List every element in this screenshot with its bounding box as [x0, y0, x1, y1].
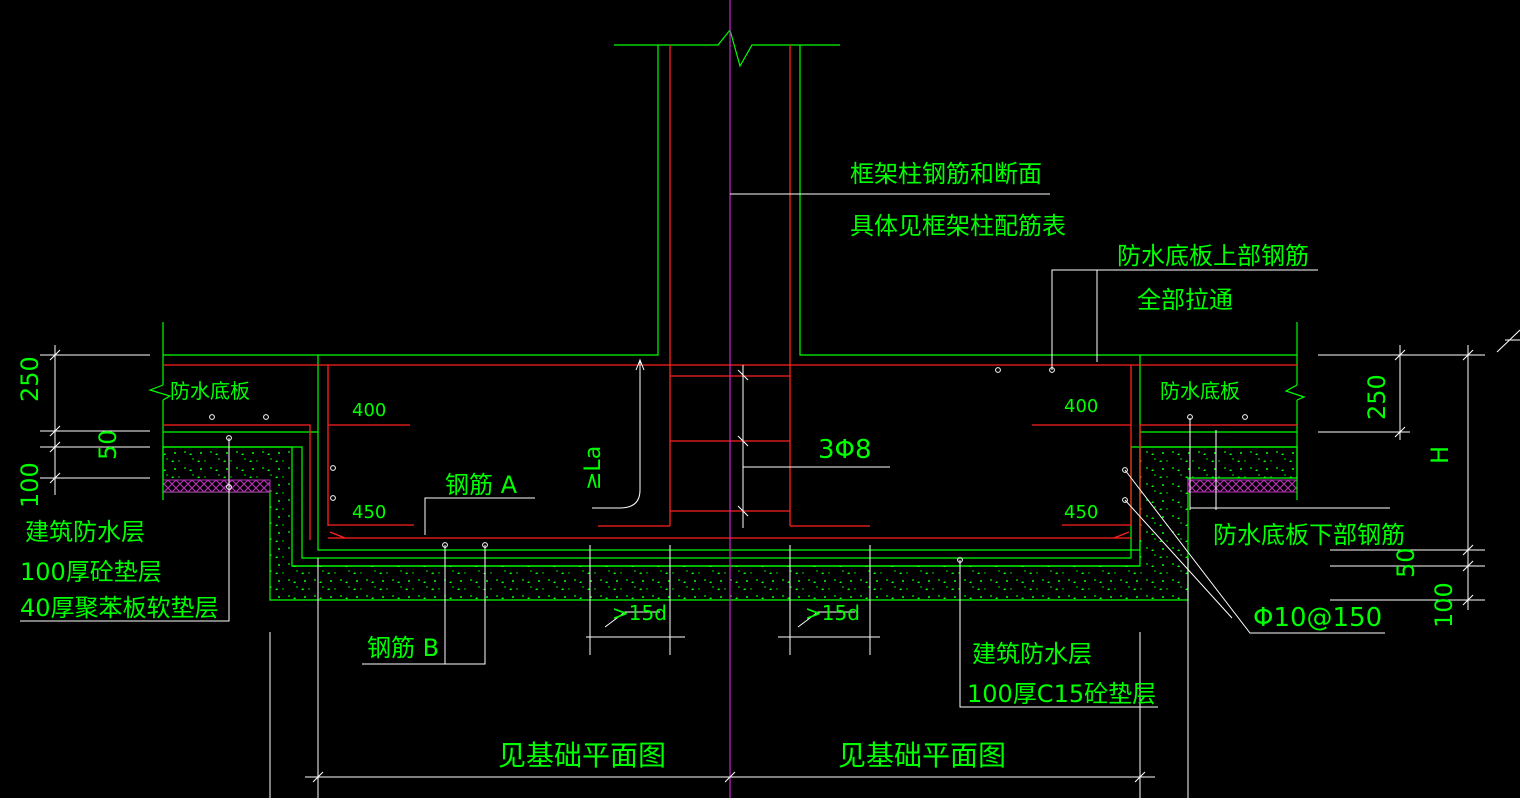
rebar-lines	[163, 45, 1297, 540]
rebar-section-dots	[209, 367, 1248, 563]
dim-right-h: H	[1426, 446, 1454, 464]
rebar-length-450-right: 450	[1064, 502, 1098, 523]
plan-ref-left: 见基础平面图	[498, 739, 666, 772]
dim-right-250: 250	[1363, 374, 1391, 420]
column-note-line2: 具体见框架柱配筋表	[850, 212, 1066, 240]
bottom-layers-line1: 建筑防水层	[972, 640, 1092, 668]
top-rebar-note-line1: 防水底板上部钢筋	[1117, 242, 1309, 270]
concrete-outline	[148, 28, 1306, 567]
rebar-length-400-left: 400	[352, 400, 386, 421]
dimension-lines	[20, 193, 1520, 798]
column-note-line1: 框架柱钢筋和断面	[850, 160, 1042, 188]
dim-left-100: 100	[16, 462, 44, 508]
dim-left-250: 250	[16, 356, 44, 402]
left-layers-line2: 100厚砼垫层	[20, 558, 162, 586]
top-rebar-note-line2: 全部拉通	[1137, 286, 1233, 314]
polystyrene-pad-right	[1187, 479, 1298, 493]
hook-length-left: >15d	[612, 601, 667, 625]
left-layers-line1: 建筑防水层	[25, 518, 145, 546]
dim-left-50: 50	[94, 429, 122, 460]
spacing-label: Φ10@150	[1253, 603, 1382, 633]
anchorage-label: ≥La	[581, 446, 606, 490]
dim-right-50: 50	[1392, 547, 1420, 578]
bottom-layers-line2: 100厚C15砼垫层	[967, 680, 1156, 708]
rebar-b-label: 钢筋 B	[367, 634, 439, 662]
polystyrene-pad-left	[162, 479, 271, 493]
rebar-length-400-right: 400	[1064, 396, 1098, 417]
rebar-length-450-left: 450	[352, 502, 386, 523]
hook-length-right: >15d	[805, 601, 860, 625]
bottom-rebar-note: 防水底板下部钢筋	[1213, 521, 1405, 549]
slab-label-right: 防水底板	[1160, 379, 1240, 403]
stirrup-label: 3Φ8	[818, 435, 872, 465]
dim-right-100: 100	[1430, 582, 1458, 628]
plan-ref-right: 见基础平面图	[838, 739, 1006, 772]
slab-label-left: 防水底板	[170, 379, 250, 403]
rebar-a-label: 钢筋 A	[445, 471, 518, 499]
left-layers-line3: 40厚聚苯板软垫层	[20, 594, 219, 622]
